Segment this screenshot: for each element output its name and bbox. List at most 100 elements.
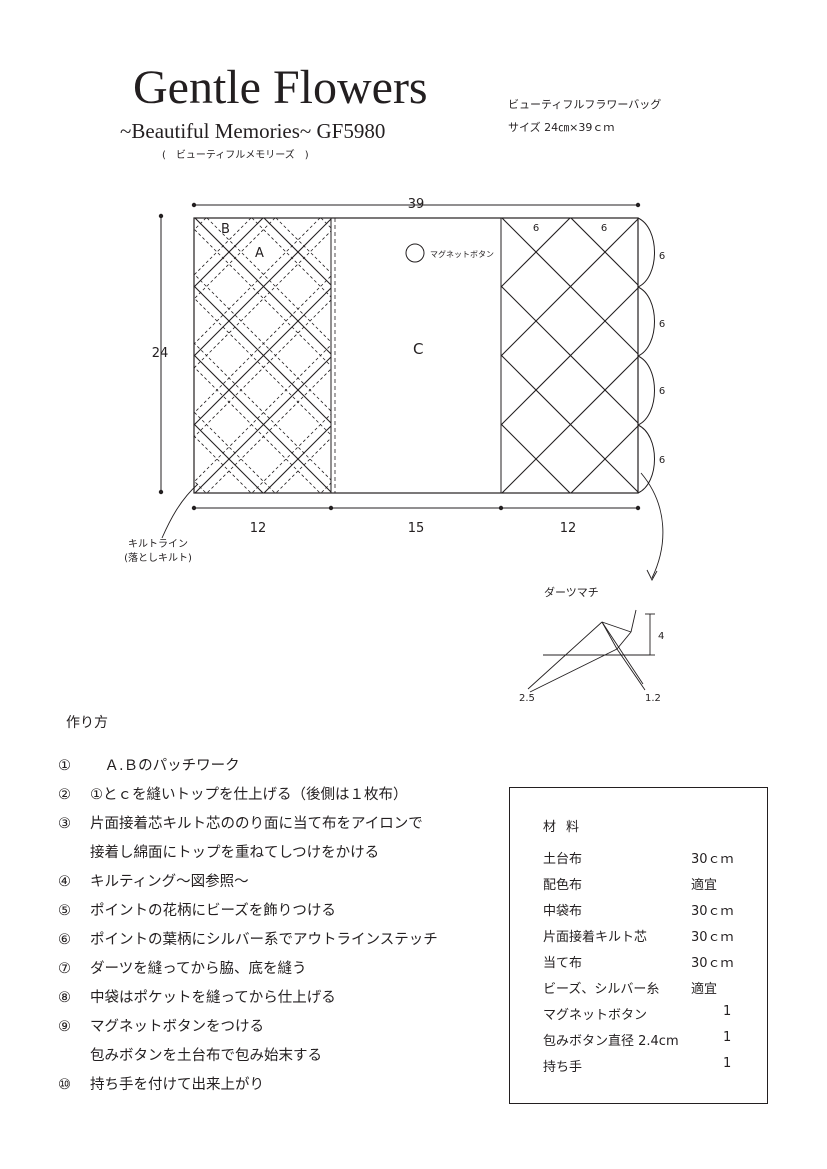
section-c-label: C bbox=[413, 340, 423, 358]
quilt-line bbox=[194, 218, 264, 288]
quilt-line bbox=[320, 482, 331, 493]
subtitle-reading: ( ビューティフルメモリーズ ) bbox=[162, 150, 309, 161]
quilt-note-line2: (落としキルト) bbox=[124, 552, 192, 564]
quilt-line bbox=[194, 275, 331, 414]
quilt-note-line1: キルトライン bbox=[128, 538, 188, 550]
quilt-line bbox=[194, 411, 276, 493]
step-text: 中袋はポケットを縫ってから仕上げる bbox=[90, 990, 336, 1006]
scallop-label-1: 6 bbox=[659, 251, 665, 262]
steps-heading: 作り方 bbox=[66, 715, 108, 731]
step-number: ② bbox=[58, 787, 71, 803]
quilt-line bbox=[0, 218, 125, 493]
quilt-line bbox=[206, 368, 331, 493]
step-number: ③ bbox=[58, 816, 71, 832]
patchwork-grid-a bbox=[0, 218, 677, 493]
quilt-line bbox=[157, 218, 432, 493]
quilt-line bbox=[640, 218, 827, 493]
material-qty: 1 bbox=[723, 1030, 732, 1045]
quilt-line bbox=[345, 218, 620, 493]
magnet-button-label: マグネットボタン bbox=[430, 249, 494, 259]
quilt-line bbox=[194, 299, 331, 438]
material-name: 包みボタン直径 2.4cm bbox=[543, 1034, 679, 1049]
material-qty: 30ｃｍ bbox=[691, 956, 734, 971]
quilt-line bbox=[0, 218, 56, 493]
width-dimension: 39 bbox=[191, 197, 641, 212]
product-size: サイズ 24㎝×39ｃｍ bbox=[508, 121, 615, 134]
step-number: ⑩ bbox=[58, 1077, 71, 1093]
quilt-line bbox=[501, 356, 638, 493]
quilt-line bbox=[320, 218, 331, 229]
pattern-title: Gentle Flowers bbox=[133, 61, 428, 114]
step-text: ポイントの葉柄にシルバー系でアウトラインステッチ bbox=[90, 932, 438, 948]
quilt-line bbox=[501, 423, 571, 493]
material-qty: 適宜 bbox=[691, 982, 718, 997]
step-text: 持ち手を付けて出来上がり bbox=[90, 1077, 264, 1093]
quilt-line bbox=[194, 230, 331, 369]
step-number: ⑤ bbox=[58, 903, 71, 919]
step-text: Ａ.Ｂのパッチワーク bbox=[90, 758, 240, 774]
quilt-line bbox=[402, 218, 677, 493]
quilt-line bbox=[251, 413, 331, 493]
scallop-dimension bbox=[637, 217, 655, 494]
material-qty: 1 bbox=[723, 1056, 732, 1071]
quilt-line bbox=[345, 218, 620, 493]
quilt-line bbox=[194, 218, 331, 355]
quilt-line bbox=[501, 492, 502, 493]
quilt-line bbox=[194, 423, 264, 493]
quilt-grid-right bbox=[157, 218, 827, 493]
quilt-line bbox=[0, 218, 68, 493]
material-name: ビーズ、シルバー糸 bbox=[543, 982, 660, 997]
step-text: 接着し綿面にトップを重ねてしつけをかける bbox=[90, 845, 380, 861]
step-text: ポイントの花柄にビーズを飾りつける bbox=[90, 903, 336, 919]
quilt-line bbox=[501, 218, 638, 355]
quilt-line bbox=[194, 287, 331, 426]
quilt-line bbox=[709, 218, 827, 493]
dart-title: ダーツマチ bbox=[544, 585, 599, 599]
quilt-line bbox=[640, 218, 827, 493]
step-number: ⑥ bbox=[58, 932, 71, 948]
step-text: 包みボタンを土台布で包み始末する bbox=[90, 1048, 322, 1064]
material-qty: 30ｃｍ bbox=[691, 904, 734, 919]
bottom-dimension bbox=[191, 505, 641, 511]
arrow-head-icon bbox=[646, 569, 658, 581]
quilt-line bbox=[402, 218, 677, 493]
step-text: ①とｃを縫いトップを仕上げる（後側は１枚布） bbox=[90, 787, 408, 803]
quilt-line bbox=[194, 366, 321, 493]
quilt-line bbox=[0, 218, 68, 493]
product-name: ビューティフルフラワーバッグ bbox=[508, 98, 662, 111]
material-name: 配色布 bbox=[543, 878, 583, 893]
width-label: 39 bbox=[408, 197, 425, 212]
quilt-line bbox=[570, 425, 638, 493]
step-number: ⑨ bbox=[58, 1019, 71, 1035]
material-name: 当て布 bbox=[543, 956, 583, 971]
quilt-line bbox=[501, 218, 571, 288]
quilt-line bbox=[570, 218, 638, 286]
quilt-line bbox=[194, 435, 252, 493]
height-dimension: 24 bbox=[152, 213, 169, 495]
quilt-line bbox=[0, 218, 44, 493]
section-b-label: B bbox=[221, 222, 230, 237]
quilt-line-a bbox=[0, 218, 620, 493]
magnet-button-icon bbox=[405, 243, 425, 263]
material-name: 中袋布 bbox=[543, 904, 583, 919]
quilt-line bbox=[0, 218, 137, 493]
quilt-line bbox=[0, 218, 113, 493]
quilt-line bbox=[0, 218, 44, 493]
quilt-line bbox=[194, 218, 207, 231]
material-qty: 30ｃｍ bbox=[691, 852, 734, 867]
quilt-line bbox=[263, 218, 331, 286]
quilt-line bbox=[194, 356, 331, 493]
bottom-label-left: 12 bbox=[250, 521, 267, 536]
material-name: 片面接着キルト芯 bbox=[543, 930, 648, 945]
material-qty: 30ｃｍ bbox=[691, 930, 734, 945]
scallop-label-2: 6 bbox=[659, 319, 665, 330]
material-name: 土台布 bbox=[543, 852, 583, 867]
step-number: ⑦ bbox=[58, 961, 71, 977]
quilt-line bbox=[263, 425, 331, 493]
dart-height-label: 4 bbox=[658, 631, 664, 642]
grid-label-2: 6 bbox=[601, 223, 607, 234]
dart-right-label: 1.2 bbox=[645, 693, 661, 704]
height-label: 24 bbox=[152, 346, 169, 361]
quilt-line bbox=[709, 218, 827, 493]
